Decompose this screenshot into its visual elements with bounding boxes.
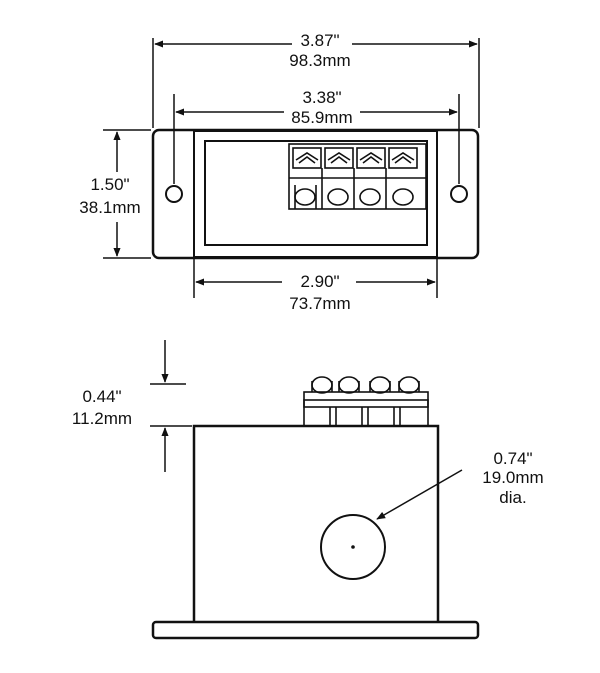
through-hole xyxy=(320,514,386,580)
top-view-body xyxy=(193,130,438,258)
overall-width-inches: 3.87" xyxy=(300,31,339,50)
through-hole-center xyxy=(351,545,355,549)
terminal-block-side xyxy=(303,376,429,427)
hole-diameter-suffix: dia. xyxy=(499,488,526,507)
top-view xyxy=(151,128,480,260)
hole-spacing-inches: 3.38" xyxy=(302,88,341,107)
terminal-height-inches: 0.44" xyxy=(82,387,121,406)
height-inches: 1.50" xyxy=(90,175,129,194)
dim-body-width xyxy=(193,258,438,298)
top-view-window xyxy=(204,140,428,246)
hole-diameter-inches: 0.74" xyxy=(493,449,532,468)
dim-overall-width xyxy=(152,38,480,128)
mount-hole-right xyxy=(450,185,468,203)
height-mm: 38.1mm xyxy=(79,198,140,217)
side-view-base xyxy=(151,620,480,640)
side-view-body xyxy=(192,424,440,622)
body-width-inches: 2.90" xyxy=(300,272,339,291)
dim-height xyxy=(103,129,151,259)
dim-terminal-height xyxy=(150,340,192,472)
body-width-mm: 73.7mm xyxy=(289,294,350,313)
dim-hole-spacing xyxy=(173,94,460,184)
terminal-block-top xyxy=(288,143,427,210)
hole-spacing-mm: 85.9mm xyxy=(291,108,352,127)
dim-hole-diameter-leader xyxy=(376,469,463,520)
mount-hole-left xyxy=(165,185,183,203)
overall-width-mm: 98.3mm xyxy=(289,51,350,70)
terminal-height-mm: 11.2mm xyxy=(72,409,132,428)
side-view xyxy=(151,376,480,640)
hole-diameter-mm: 19.0mm xyxy=(482,468,543,487)
